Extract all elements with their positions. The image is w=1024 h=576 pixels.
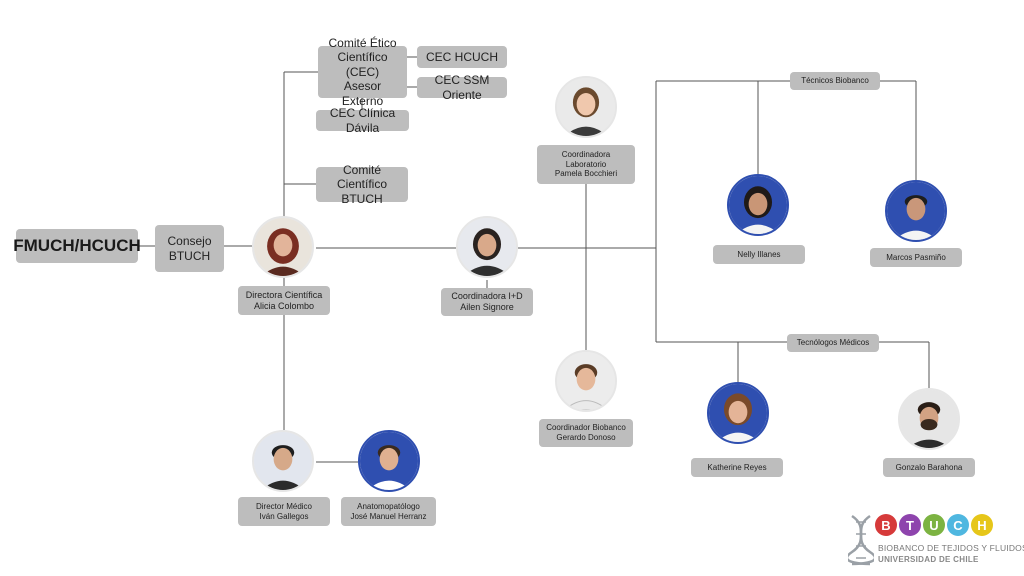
logo-line-2: UNIVERSIDAD DE CHILE	[878, 555, 979, 564]
logo-letter-u: U	[923, 514, 945, 536]
cec-ssm-oriente-box: CEC SSM Oriente	[417, 73, 507, 102]
tecnologos-medicos-box: Tecnólogos Médicos	[787, 334, 879, 352]
jose-manuel-herranz-photo	[358, 430, 420, 492]
gerardo-donoso-photo	[555, 350, 617, 412]
logo-letter-c: C	[947, 514, 969, 536]
tecnicos-biobanco-box: Técnicos Biobanco	[790, 72, 880, 90]
logo-letter-b: B	[875, 514, 897, 536]
fmuch-hcuch-box: FMUCH/HCUCH	[13, 229, 141, 263]
gonzalo-barahona-box: Gonzalo Barahona	[883, 458, 975, 477]
logo-letter-t: T	[899, 514, 921, 536]
logo-letter-h: H	[971, 514, 993, 536]
dna-icon	[848, 514, 874, 566]
cec-hcuch-box: CEC HCUCH	[417, 46, 507, 68]
nelly-illanes-box: Nelly Illanes	[713, 245, 805, 264]
nelly-illanes-photo	[727, 174, 789, 236]
katherine-reyes-photo	[707, 382, 769, 444]
logo-line-1: BIOBANCO DE TEJIDOS Y FLUIDOS	[878, 543, 1024, 553]
btuch-logo: B T U C H BIOBANCO DE TEJIDOS Y FLUIDOS …	[848, 512, 1024, 570]
ivan-gallegos-photo	[252, 430, 314, 492]
marcos-pasmino-photo	[885, 180, 947, 242]
marcos-pasmino-box: Marcos Pasmiño	[870, 248, 962, 267]
gonzalo-barahona-photo	[898, 388, 960, 450]
logo-letters: B T U C H	[875, 514, 993, 536]
alicia-colombo-photo	[252, 216, 314, 278]
katherine-reyes-box: Katherine Reyes	[691, 458, 783, 477]
pamela-bocchieri-photo	[555, 76, 617, 138]
cec-clinica-davila-box: CEC Clínica Dávila	[316, 106, 409, 135]
ailen-signore-photo	[456, 216, 518, 278]
